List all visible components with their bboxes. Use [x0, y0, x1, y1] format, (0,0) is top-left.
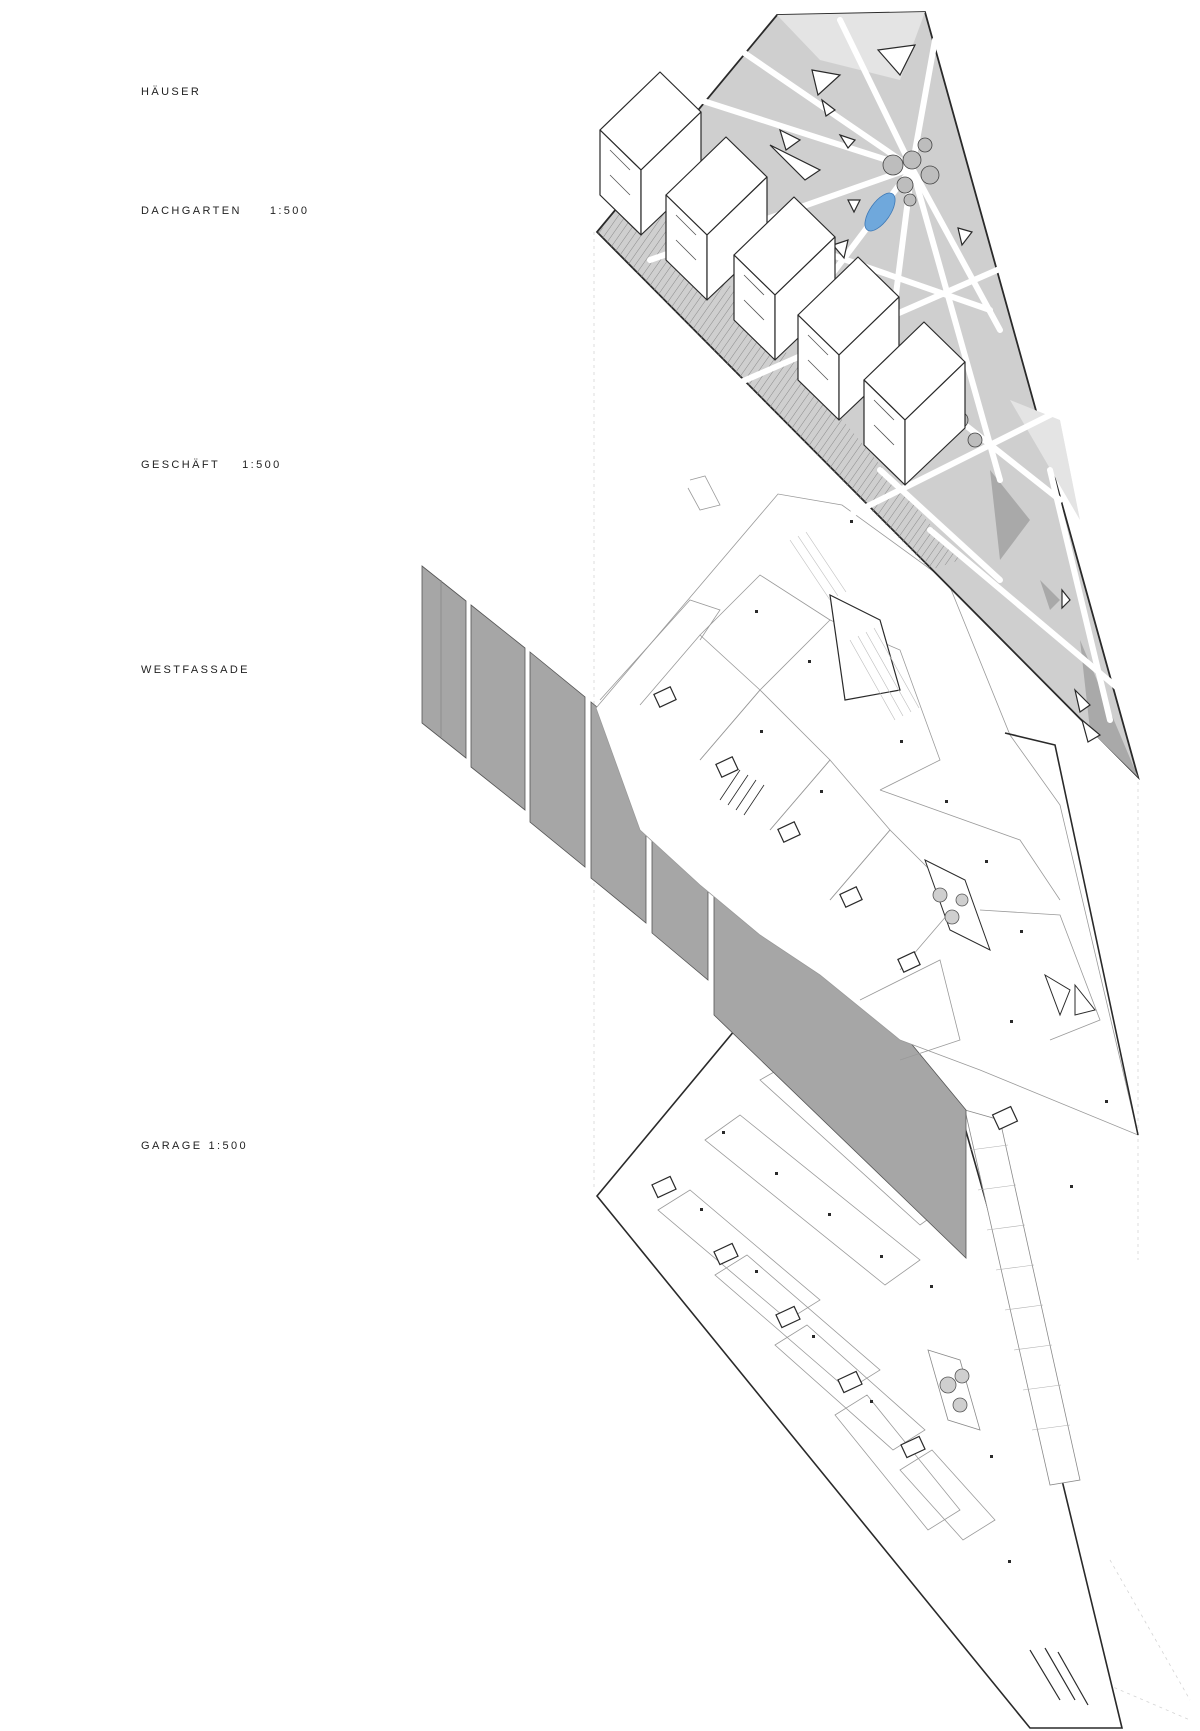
label-garage: GARAGE 1:500	[141, 1140, 248, 1152]
label-dachgarten-text: DACHGARTEN	[141, 205, 242, 217]
label-haeuser: HÄUSER	[141, 86, 201, 98]
label-dachgarten: DACHGARTEN 1:500	[141, 205, 309, 217]
label-geschaeft-scale: 1:500	[242, 459, 282, 471]
label-westfassade: WESTFASSADE	[141, 664, 250, 676]
house-windows	[609, 149, 895, 446]
label-garage-text: GARAGE	[141, 1140, 203, 1152]
label-geschaeft-text: GESCHÄFT	[141, 459, 221, 471]
label-geschaeft: GESCHÄFT 1:500	[141, 459, 282, 471]
pond	[864, 192, 896, 232]
label-dachgarten-scale: 1:500	[269, 205, 310, 217]
garage-plan	[595, 1029, 1124, 1729]
label-haeuser-text: HÄUSER	[141, 86, 202, 98]
label-garage-scale: 1:500	[208, 1140, 248, 1152]
label-westfassade-text: WESTFASSADE	[141, 664, 250, 676]
shop-plan	[595, 475, 1139, 1188]
houses	[599, 71, 966, 486]
